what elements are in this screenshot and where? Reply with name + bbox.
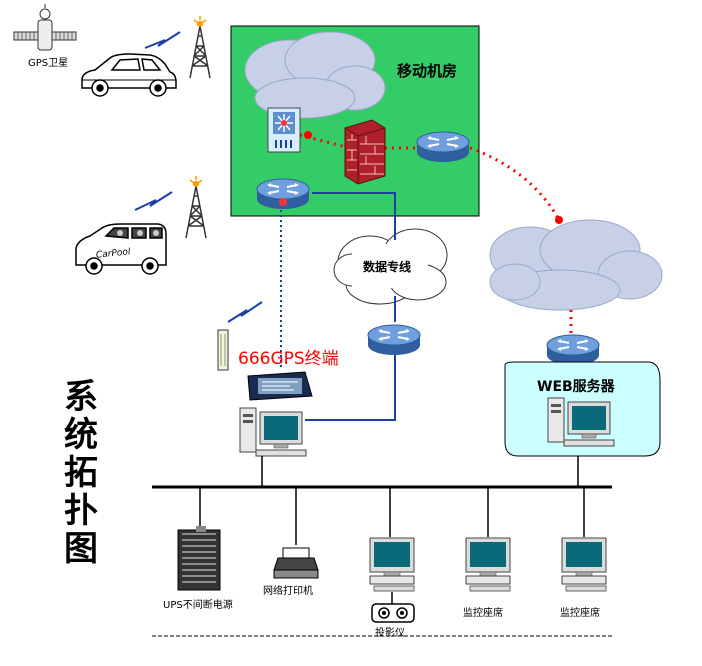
wireless-signal-icon: [144, 31, 181, 49]
cloud-icon: [489, 219, 663, 311]
gps-satellite-label: GPS卫星: [28, 58, 69, 69]
computer-icon: [465, 537, 511, 592]
blue-link: [312, 192, 396, 240]
printer-icon: [273, 547, 319, 579]
title-char: 扑: [64, 491, 98, 531]
satellite-icon: [13, 4, 77, 51]
diagram-title: 系 统 拓 扑 图: [60, 378, 102, 568]
blue-link: [305, 354, 396, 421]
wireless-signal-icon: [227, 301, 263, 323]
title-char: 系: [64, 377, 98, 417]
monitor-seat-label: 监控座席: [463, 608, 503, 619]
link-node: [304, 131, 312, 139]
ups-label: UPS不间断电源: [163, 600, 233, 611]
car-icon: [75, 223, 167, 275]
printer-label: 网络打印机: [263, 586, 313, 597]
projector-icon: [371, 603, 415, 623]
ups-icon: [177, 526, 221, 591]
monitor-seat-label: 监控座席: [560, 608, 600, 619]
car-icon: [81, 53, 177, 97]
tower-icon: [189, 15, 211, 79]
data-line-label: 数据专线: [363, 260, 412, 274]
firewall-icon: [344, 119, 386, 185]
computer-icon: [561, 537, 607, 592]
title-char: 图: [64, 529, 98, 569]
lan-drops: [199, 487, 585, 545]
router-icon: [416, 131, 470, 163]
projector-label: 投影仪: [375, 628, 405, 639]
red-link: [469, 146, 560, 219]
switch-icon: [267, 107, 301, 153]
wireless-signal-icon: [134, 191, 173, 211]
computer-icon: [369, 537, 415, 592]
title-char: 统: [64, 415, 98, 455]
router-port: [279, 198, 287, 206]
mobile-room-label: 移动机房: [397, 62, 458, 80]
tower-icon: [185, 175, 207, 239]
router-icon: [546, 334, 600, 366]
computer-icon: [239, 407, 307, 457]
title-char: 拓: [64, 453, 98, 493]
cloud-icon: [244, 31, 386, 119]
router-icon: [367, 324, 421, 356]
web-server-label: WEB服务器: [537, 379, 615, 395]
terminal-icon: [217, 329, 313, 401]
terminal-label: 666GPS终端: [238, 349, 339, 369]
link-node: [555, 216, 563, 224]
